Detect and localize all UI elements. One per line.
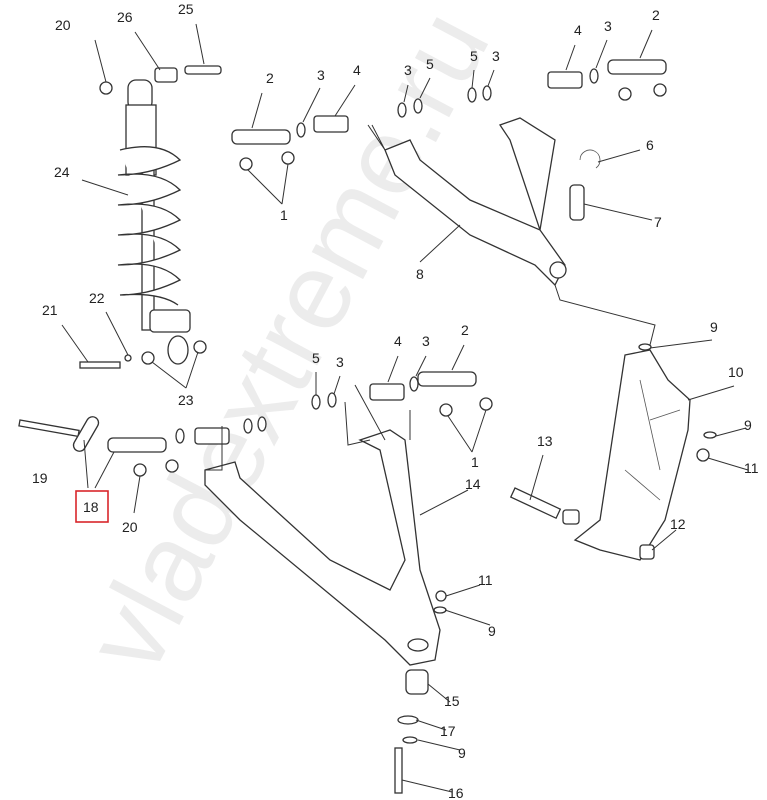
hardware-top-left bbox=[18, 65, 222, 477]
callout[interactable]: 3 bbox=[422, 333, 430, 349]
callout[interactable]: 10 bbox=[728, 364, 744, 380]
callout-labels: 20 26 25 24 21 22 23 19 18 20 2 3 4 3 5 … bbox=[32, 1, 759, 800]
callout[interactable]: 22 bbox=[89, 290, 105, 306]
callout[interactable]: 24 bbox=[54, 164, 70, 180]
callout[interactable]: 20 bbox=[55, 17, 71, 33]
callout[interactable]: 3 bbox=[336, 354, 344, 370]
callout[interactable]: 19 bbox=[32, 470, 48, 486]
callout[interactable]: 21 bbox=[42, 302, 58, 318]
callout[interactable]: 3 bbox=[492, 48, 500, 64]
callout[interactable]: 13 bbox=[537, 433, 553, 449]
steering-knuckle bbox=[509, 343, 717, 561]
callout[interactable]: 9 bbox=[710, 319, 718, 335]
callout[interactable]: 16 bbox=[448, 785, 464, 800]
callout[interactable]: 2 bbox=[461, 322, 469, 338]
callout[interactable]: 11 bbox=[478, 572, 493, 588]
callout[interactable]: 20 bbox=[122, 519, 138, 535]
callout[interactable]: 9 bbox=[744, 417, 752, 433]
callout[interactable]: 25 bbox=[178, 1, 194, 17]
callout[interactable]: 4 bbox=[574, 22, 582, 38]
callout[interactable]: 12 bbox=[670, 516, 686, 532]
callout[interactable]: 2 bbox=[652, 7, 660, 23]
callout[interactable]: 3 bbox=[317, 67, 325, 83]
callout[interactable]: 3 bbox=[604, 18, 612, 34]
callout[interactable]: 5 bbox=[426, 56, 434, 72]
callout[interactable]: 1 bbox=[471, 454, 479, 470]
callout[interactable]: 26 bbox=[117, 9, 133, 25]
callout[interactable]: 9 bbox=[488, 623, 496, 639]
callout[interactable]: 4 bbox=[394, 333, 402, 349]
callout[interactable]: 7 bbox=[654, 214, 662, 230]
upper-a-arm bbox=[231, 59, 667, 287]
callout[interactable]: 14 bbox=[465, 476, 481, 492]
callout[interactable]: 2 bbox=[266, 70, 274, 86]
callout[interactable]: 11 bbox=[744, 460, 759, 476]
callout[interactable]: 23 bbox=[178, 392, 194, 408]
callout[interactable]: 8 bbox=[416, 266, 424, 282]
callout-18-highlighted[interactable]: 18 bbox=[83, 499, 99, 515]
callout[interactable]: 5 bbox=[312, 350, 320, 366]
shock-absorber bbox=[117, 79, 191, 365]
callout[interactable]: 3 bbox=[404, 62, 412, 78]
callout[interactable]: 1 bbox=[280, 207, 288, 223]
callout[interactable]: 6 bbox=[646, 137, 654, 153]
callout[interactable]: 4 bbox=[353, 62, 361, 78]
callout[interactable]: 15 bbox=[444, 693, 460, 709]
callout[interactable]: 9 bbox=[458, 745, 466, 761]
highlight-box-18 bbox=[75, 490, 109, 523]
leader-lines bbox=[61, 23, 749, 793]
lower-a-arm bbox=[165, 371, 493, 794]
callout[interactable]: 5 bbox=[470, 48, 478, 64]
callout[interactable]: 17 bbox=[440, 723, 456, 739]
